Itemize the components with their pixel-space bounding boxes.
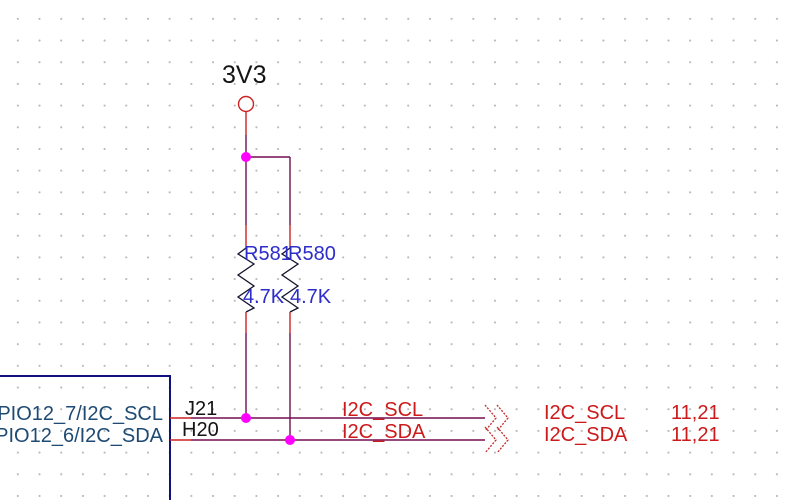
resistor-value-r580[interactable]: 4.7K bbox=[290, 286, 332, 308]
component-body[interactable] bbox=[0, 375, 171, 500]
junction-dot bbox=[241, 413, 251, 423]
offpage-net-name-scl[interactable]: I2C_SCL bbox=[544, 402, 626, 424]
resistor-refdes-r581[interactable]: R581 bbox=[244, 243, 292, 265]
offpage-net-name-sda[interactable]: I2C_SDA bbox=[544, 424, 628, 446]
pin-number-j21[interactable]: J21 bbox=[185, 398, 218, 420]
junction-dot bbox=[241, 152, 251, 162]
resistor-refdes-r580[interactable]: R580 bbox=[288, 243, 336, 265]
pin-name-i2c-scl[interactable]: PIO12_7/I2C_SCL bbox=[0, 403, 163, 425]
net-label-i2c-sda[interactable]: I2C_SDA bbox=[342, 421, 426, 443]
chevron-icon bbox=[484, 426, 497, 454]
resistor-zigzag bbox=[280, 247, 300, 313]
power-port-icon[interactable] bbox=[237, 95, 255, 136]
offpage-page-refs-scl: 11,21 bbox=[671, 402, 720, 424]
resistor-symbol-r581[interactable] bbox=[236, 225, 256, 333]
offpage-connector-icon[interactable] bbox=[484, 426, 509, 454]
offpage-connector-icon[interactable] bbox=[484, 404, 509, 432]
power-circle-icon bbox=[237, 95, 255, 113]
resistor-zigzag bbox=[236, 247, 256, 313]
resistor-symbol-r580[interactable] bbox=[280, 225, 300, 333]
power-net-label[interactable]: 3V3 bbox=[222, 61, 267, 89]
net-label-i2c-scl[interactable]: I2C_SCL bbox=[342, 399, 424, 421]
resistor-value-r581[interactable]: 4.7K bbox=[243, 286, 285, 308]
offpage-page-refs-sda: 11,21 bbox=[671, 424, 720, 446]
chevron-icon bbox=[484, 404, 497, 432]
pin-number-h20[interactable]: H20 bbox=[182, 419, 219, 441]
chevron-icon bbox=[496, 426, 509, 454]
chevron-icon bbox=[496, 404, 509, 432]
junction-dot bbox=[285, 435, 295, 445]
pin-name-i2c-sda[interactable]: PIO12_6/I2C_SDA bbox=[0, 425, 163, 447]
